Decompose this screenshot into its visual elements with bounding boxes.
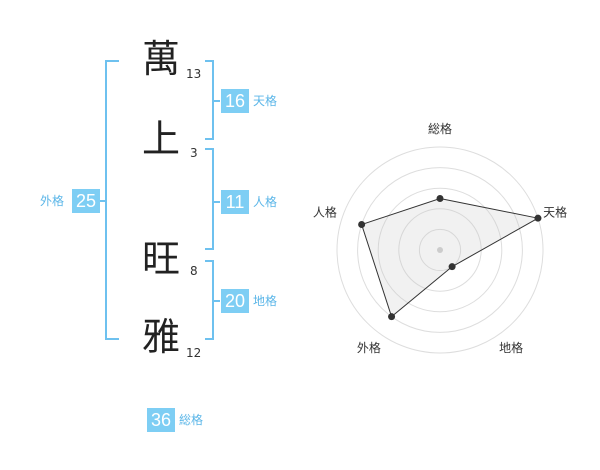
tenkaku-value: 16 <box>221 89 249 113</box>
chikaku-value: 20 <box>221 289 249 313</box>
jinkaku-bracket <box>205 148 214 250</box>
radar-point <box>358 221 366 229</box>
stroke-count-2: 3 <box>190 146 198 160</box>
stroke-count-4: 12 <box>186 346 202 360</box>
radar-grid-ring <box>336 146 544 354</box>
chikaku-label: 地格 <box>253 294 278 308</box>
tenkaku-label: 天格 <box>253 94 278 108</box>
name-char-2: 上 <box>142 117 181 161</box>
radar-grid-ring <box>357 167 523 333</box>
radar-axis-label: 地格 <box>499 340 523 355</box>
jinkaku-label: 人格 <box>253 195 278 209</box>
radar-point <box>448 263 456 271</box>
radar-point <box>436 195 444 202</box>
gaikaku-label: 外格 <box>40 194 65 208</box>
radar-axis-label: 外格 <box>357 340 381 355</box>
jinkaku-value: 11 <box>221 190 249 214</box>
soukaku-label: 総格 <box>179 413 204 427</box>
soukaku-value: 36 <box>147 408 175 432</box>
stroke-count-3: 8 <box>190 264 198 278</box>
radar-axis-label: 天格 <box>543 205 567 220</box>
gaikaku-value: 25 <box>72 189 100 213</box>
name-char-4: 雅 <box>142 315 181 359</box>
radar-grid-ring <box>377 187 503 313</box>
radar-point <box>388 313 396 321</box>
radar-series-area <box>361 197 540 318</box>
stroke-count-1: 13 <box>186 67 202 81</box>
name-char-3: 旺 <box>142 237 181 281</box>
name-char-1: 萬 <box>142 37 181 81</box>
radar-center-dot <box>437 247 443 253</box>
radar-grid-ring <box>418 228 462 272</box>
radar-axis-label: 人格 <box>313 205 337 220</box>
radar-point <box>534 214 542 222</box>
radar-axis-label: 総格 <box>428 121 452 136</box>
